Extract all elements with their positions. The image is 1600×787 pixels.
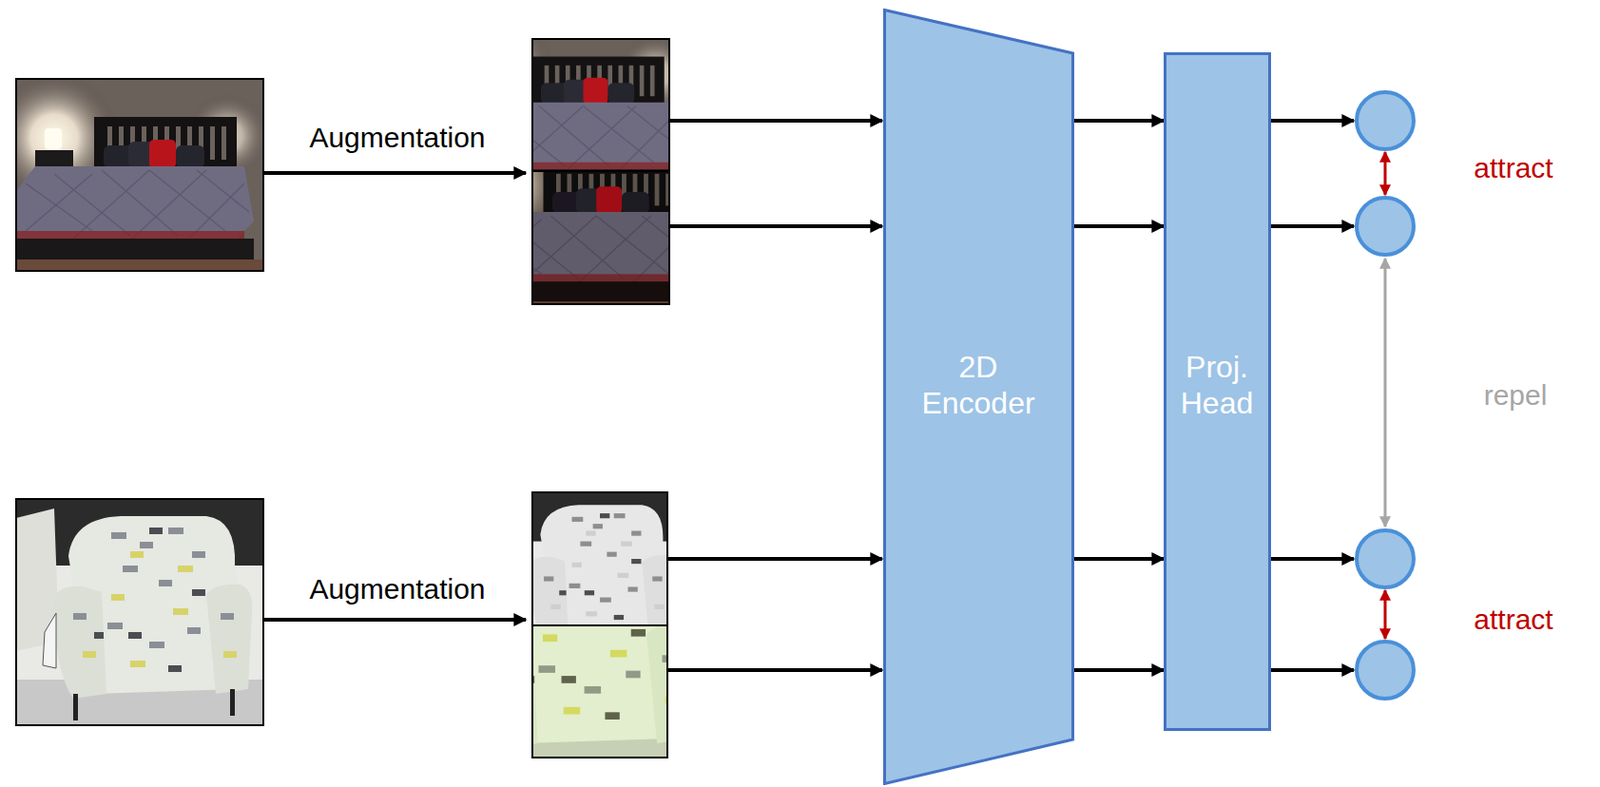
encoder-block: 2D Encoder [883, 8, 1075, 786]
repel-label: repel [1484, 379, 1548, 412]
feature-arrow [1074, 668, 1164, 673]
augmentation-label: Augmentation [308, 573, 485, 606]
projection-head: Proj. Head [1163, 52, 1272, 732]
feature-arrow [1074, 224, 1164, 229]
node-text: Proj. Head [1169, 348, 1265, 423]
feature-arrow [1074, 557, 1164, 561]
attract-label: attract [1473, 152, 1553, 185]
node-text: 2D Encoder [906, 348, 1050, 423]
augmentation-label: Augmentation [308, 121, 485, 155]
attract-label: attract [1473, 603, 1553, 637]
feature-arrow [1074, 118, 1164, 123]
